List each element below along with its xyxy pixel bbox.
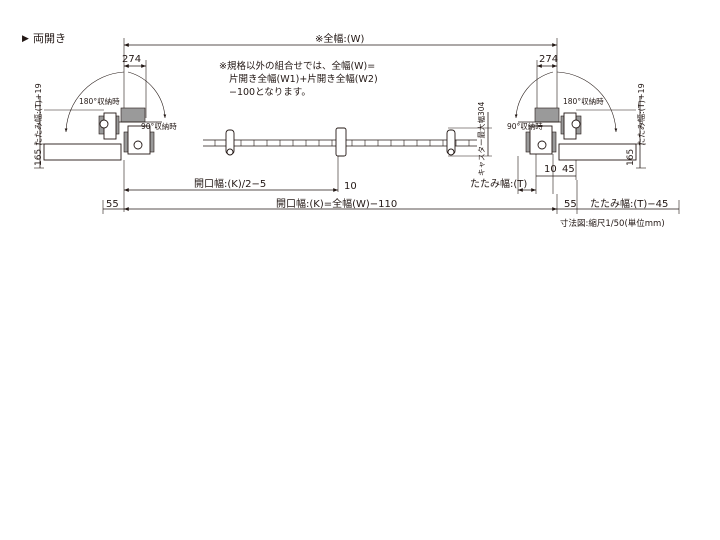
- left-gate-stack-3: [120, 107, 146, 123]
- left-gate-assembly: [34, 71, 167, 169]
- section-title: 両開き: [33, 32, 66, 45]
- gate-lattice: [214, 140, 470, 146]
- right-caster-2: [537, 140, 547, 150]
- right-gate-stack-5: [529, 125, 553, 155]
- right-fold-vertical-label: たたみ幅:(T)+19: [636, 83, 646, 146]
- right-165-label: 165: [626, 149, 636, 166]
- opening-full-label: 開口幅:(K)=全幅(W)−110: [276, 197, 397, 210]
- caster-width-label: キャスター最大幅304: [476, 101, 486, 176]
- ten-left-label: 10: [344, 181, 357, 192]
- right-pillar-base: [558, 143, 637, 161]
- left-pillar-base: [43, 143, 122, 161]
- note-line-3: −100となります。: [229, 87, 311, 98]
- center-gate-extended: [203, 112, 492, 157]
- left-165-label: 165: [34, 149, 44, 166]
- right-gate-assembly: [514, 71, 646, 169]
- fold-minus-label: たたみ幅:(T)−45: [590, 197, 668, 210]
- right-274-label: 274: [539, 54, 558, 65]
- right-90-label: 90°収納時: [507, 121, 543, 131]
- fifty-five-right-label: 55: [564, 199, 577, 210]
- note-line-1: ※規格以外の組合せでは、全幅(W)=: [219, 60, 375, 72]
- fifty-five-left-label: 55: [106, 199, 119, 210]
- total-width-label: ※全幅:(W): [315, 32, 365, 45]
- gate-center-latch: [335, 127, 347, 157]
- ten-right-label: 10: [544, 164, 557, 175]
- left-caster-1: [99, 119, 109, 129]
- opening-half-label: 開口幅:(K)/2−5: [194, 177, 266, 190]
- right-gate-stack-3: [534, 107, 560, 123]
- left-180-label: 180°収納時: [79, 96, 120, 106]
- scale-note: 寸法図:縮尺1/50(単位mm): [560, 218, 665, 229]
- right-180-label: 180°収納時: [563, 96, 604, 106]
- left-274-label: 274: [122, 54, 141, 65]
- left-90-label: 90°収納時: [141, 121, 177, 131]
- right-90-arc: [514, 71, 554, 119]
- left-gate-stack-5: [127, 125, 151, 155]
- left-caster-2: [133, 140, 143, 150]
- left-90-arc: [127, 71, 167, 119]
- forty-five-label: 45: [562, 164, 575, 175]
- right-180-arc: [556, 71, 618, 133]
- gate-left-end-caster: [226, 148, 234, 156]
- fold-width-label: たたみ幅:(T): [470, 177, 527, 190]
- right-caster-1: [571, 119, 581, 129]
- left-fold-vertical-label: たたみ幅:(T)+19: [33, 83, 43, 146]
- note-line-2: 片開き全幅(W1)+片開き全幅(W2): [229, 73, 378, 85]
- section-marker: ▶: [22, 34, 29, 44]
- gate-right-end-caster: [447, 148, 455, 156]
- left-180-arc: [64, 71, 125, 133]
